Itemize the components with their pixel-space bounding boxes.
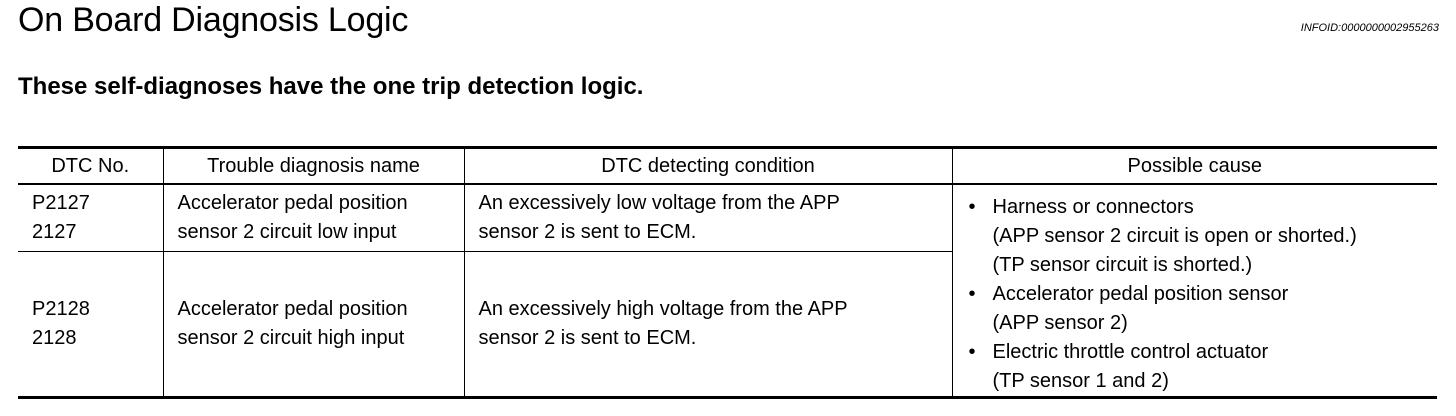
dtc-table: DTC No. Trouble diagnosis name DTC detec…	[18, 146, 1437, 400]
diagnosis-name-line: sensor 2 circuit high input	[177, 326, 405, 349]
cause-detail: (APP sensor 2 circuit is open or shorted…	[992, 225, 1357, 247]
cause-label: Accelerator pedal position sensor	[992, 283, 1289, 305]
cause-detail: (APP sensor 2)	[992, 312, 1128, 334]
cause-item: • Harness or connectors	[963, 193, 1424, 222]
column-header-trouble-diagnosis-name: Trouble diagnosis name	[162, 146, 465, 185]
diagnosis-name-line: sensor 2 circuit low input	[177, 220, 397, 243]
trouble-diagnosis-name-cell: Accelerator pedal position sensor 2 circ…	[162, 183, 465, 252]
dtc-number-cell: P2128 2128	[18, 250, 164, 400]
dtc-code: P2128	[32, 297, 90, 320]
cause-item: • Accelerator pedal position sensor	[963, 280, 1424, 309]
cause-detail: (TP sensor 1 and 2)	[992, 370, 1169, 392]
dtc-code: P2127	[32, 191, 90, 214]
cause-detail: (TP sensor circuit is shorted.)	[992, 254, 1253, 276]
condition-line: An excessively high voltage from the APP	[478, 297, 848, 320]
cause-item: • Electric throttle control actuator	[963, 338, 1424, 367]
table-row: P2128 2128 Accelerator pedal position se…	[18, 250, 1437, 400]
cause-label: Electric throttle control actuator	[992, 341, 1269, 363]
diagnosis-name-line: Accelerator pedal position	[177, 191, 408, 214]
table-header-row: DTC No. Trouble diagnosis name DTC detec…	[18, 146, 1437, 185]
column-header-possible-cause: Possible cause	[951, 146, 1437, 185]
column-header-dtc-no: DTC No.	[18, 146, 164, 185]
dtc-code-alt: 2127	[32, 220, 77, 243]
bullet-icon: •	[968, 283, 976, 305]
possible-cause-cell: • Harness or connectors (APP sensor 2 ci…	[951, 183, 1437, 399]
table-row: P2127 2127 Accelerator pedal position se…	[18, 183, 1437, 399]
page-title: On Board Diagnosis Logic	[18, 1, 409, 39]
cause-label: Harness or connectors	[992, 196, 1194, 218]
section-subtitle: These self-diagnoses have the one trip d…	[18, 73, 644, 100]
dtc-number-cell: P2127 2127	[18, 183, 164, 252]
diagnosis-name-line: Accelerator pedal position	[177, 297, 408, 320]
detecting-condition-cell: An excessively high voltage from the APP…	[463, 250, 952, 400]
bullet-icon: •	[968, 196, 976, 218]
detecting-condition-cell: An excessively low voltage from the APP …	[463, 183, 953, 252]
condition-line: sensor 2 is sent to ECM.	[478, 220, 697, 243]
column-header-dtc-detecting-condition: DTC detecting condition	[463, 146, 953, 185]
dtc-code-alt: 2128	[32, 326, 77, 349]
info-id: INFOID:0000000002955263	[1300, 22, 1439, 34]
condition-line: sensor 2 is sent to ECM.	[478, 326, 697, 349]
condition-line: An excessively low voltage from the APP	[478, 191, 840, 214]
trouble-diagnosis-name-cell: Accelerator pedal position sensor 2 circ…	[162, 250, 465, 400]
bullet-icon: •	[968, 341, 976, 363]
